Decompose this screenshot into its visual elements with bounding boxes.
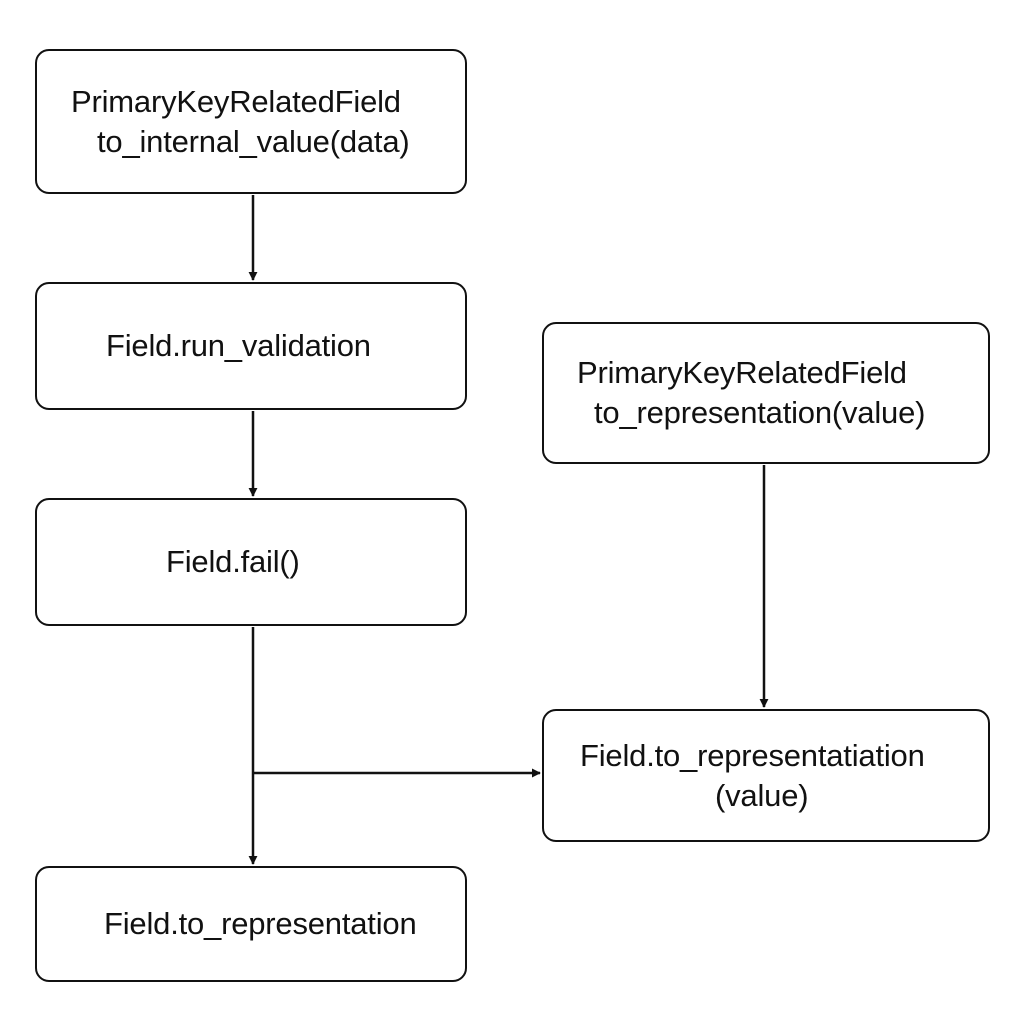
node-primarykey-to-representation: PrimaryKeyRelatedField to_representation…	[542, 322, 990, 464]
node-label-line-1: Field.to_representatiation	[580, 737, 925, 773]
node-label-line-2: (value)	[715, 777, 809, 813]
node-label: Field.to_representation	[104, 906, 417, 941]
node-field-fail: Field.fail()	[35, 498, 467, 626]
node-label-line-1: PrimaryKeyRelatedField	[577, 355, 907, 390]
node-primarykey-to-internal-value: PrimaryKeyRelatedField to_internal_value…	[35, 49, 467, 194]
node-field-to-representation: Field.to_representation	[35, 866, 467, 982]
node-label: Field.fail()	[166, 544, 300, 579]
node-label: Field.run_validation	[106, 328, 371, 363]
node-label-line-2: to_representation(value)	[594, 395, 926, 430]
node-label-line-2: to_internal_value(data)	[97, 123, 410, 159]
node-field-run-validation: Field.run_validation	[35, 282, 467, 410]
node-field-to-representatiation: Field.to_representatiation (value)	[542, 709, 990, 842]
node-label-line-1: PrimaryKeyRelatedField	[71, 83, 401, 119]
